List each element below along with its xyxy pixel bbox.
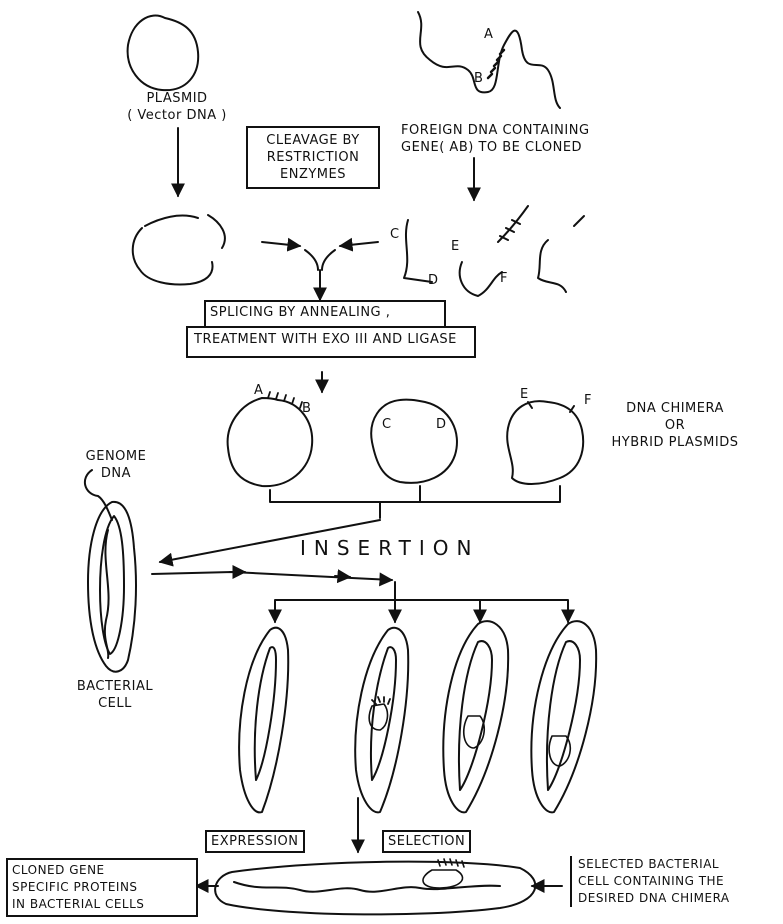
letter-d-fragment: D bbox=[428, 272, 439, 289]
cloned-gene-box: CLONED GENE SPECIFIC PROTEINS IN BACTERI… bbox=[6, 858, 198, 917]
arrow-expression-mid2 bbox=[335, 576, 350, 577]
chimera-connector bbox=[270, 486, 560, 518]
transformed-cell-1 bbox=[239, 628, 288, 813]
letter-f-chimera: F bbox=[584, 392, 592, 409]
letter-d-chimera: D bbox=[436, 416, 447, 433]
genome-dna-squiggle bbox=[105, 530, 109, 658]
cleavage-line-1: CLEAVAGE BY bbox=[250, 132, 376, 149]
letter-b-chimera: B bbox=[302, 400, 311, 417]
letter-e-chimera: E bbox=[520, 386, 529, 403]
bacterial-label: BACTERIAL bbox=[60, 678, 170, 695]
hybrid-plasmid-cd bbox=[371, 400, 457, 483]
plasmid-label: PLASMID ( Vector DNA ) bbox=[122, 90, 232, 124]
chimera-line-2: OR bbox=[600, 417, 750, 434]
merge-curves bbox=[305, 250, 335, 270]
linearized-plasmid bbox=[133, 215, 225, 284]
hybrid-plasmid-ef bbox=[507, 401, 583, 484]
selection-label: SELECTION bbox=[388, 834, 465, 849]
foreign-dna-line-2: GENE( AB) TO BE CLONED bbox=[401, 139, 590, 156]
selected-cell-label: SELECTED BACTERIAL CELL CONTAINING THE D… bbox=[570, 856, 730, 907]
expression-label: EXPRESSION bbox=[211, 834, 299, 849]
cell-label: CELL bbox=[60, 695, 170, 712]
cleavage-box: CLEAVAGE BY RESTRICTION ENZYMES bbox=[246, 126, 380, 189]
hybrid-plasmid-ab bbox=[228, 398, 313, 486]
selection-box: SELECTION bbox=[382, 830, 471, 853]
plasmid-title: PLASMID bbox=[122, 90, 232, 107]
letter-b-top: B bbox=[474, 70, 483, 87]
arrow-merge-left bbox=[262, 242, 300, 246]
selected-cell-plasmid bbox=[423, 870, 463, 888]
cleavage-line-2: RESTRICTION bbox=[250, 149, 376, 166]
transformed-cell-3 bbox=[443, 621, 508, 812]
letter-f-fragment: F bbox=[500, 270, 508, 287]
treatment-label: TREATMENT WITH EXO III AND LIGASE bbox=[194, 332, 457, 347]
letter-e-fragment: E bbox=[451, 238, 460, 255]
arrow-expression bbox=[152, 572, 392, 580]
expression-box: EXPRESSION bbox=[205, 830, 305, 853]
genome-label: GENOME bbox=[76, 448, 156, 465]
foreign-dna-label: FOREIGN DNA CONTAINING GENE( AB) TO BE C… bbox=[401, 122, 590, 156]
hybrid-ab-hatch bbox=[268, 392, 302, 408]
cloned-gene-line-1: CLONED GENE bbox=[12, 862, 192, 879]
splicing-label: SPLICING BY ANNEALING , bbox=[210, 305, 390, 320]
chimera-line-1: DNA CHIMERA bbox=[600, 400, 750, 417]
foreign-dna-line-1: FOREIGN DNA CONTAINING bbox=[401, 122, 590, 139]
transformed-cell-4 bbox=[531, 621, 596, 812]
letter-c-fragment: C bbox=[390, 226, 400, 243]
plasmid-shape bbox=[128, 16, 199, 91]
splicing-box: SPLICING BY ANNEALING , bbox=[204, 300, 446, 328]
fragment-extra-1 bbox=[538, 240, 566, 292]
distribution-line bbox=[275, 582, 568, 618]
letter-c-chimera: C bbox=[382, 416, 392, 433]
selected-cell-line-1: SELECTED BACTERIAL bbox=[578, 856, 730, 873]
bacterial-cell-label: BACTERIAL CELL bbox=[60, 678, 170, 712]
fragment-extra-2 bbox=[574, 216, 584, 226]
genome-dna-label: GENOME DNA bbox=[76, 448, 156, 482]
cloned-gene-line-3: IN BACTERIAL CELLS bbox=[12, 896, 192, 913]
vector-dna-label: ( Vector DNA ) bbox=[122, 107, 232, 124]
letter-a-top: A bbox=[484, 26, 493, 43]
chimera-label: DNA CHIMERA OR HYBRID PLASMIDS bbox=[600, 400, 750, 451]
chimera-line-3: HYBRID PLASMIDS bbox=[600, 434, 750, 451]
insertion-label: INSERTION bbox=[300, 540, 479, 557]
fragment-ab-hatch bbox=[500, 220, 520, 240]
cloned-gene-line-2: SPECIFIC PROTEINS bbox=[12, 879, 192, 896]
selected-cell-line-2: CELL CONTAINING THE bbox=[578, 873, 730, 890]
source-cell-inner bbox=[100, 516, 124, 654]
arrow-merge-right bbox=[340, 242, 378, 246]
source-bacterial-cell bbox=[88, 502, 136, 672]
fragment-ef bbox=[460, 262, 502, 296]
cleavage-line-3: ENZYMES bbox=[250, 166, 376, 183]
dna-label: DNA bbox=[76, 465, 156, 482]
treatment-box: TREATMENT WITH EXO III AND LIGASE bbox=[186, 326, 476, 358]
selected-cell-line-3: DESIRED DNA CHIMERA bbox=[578, 890, 730, 907]
letter-a-chimera: A bbox=[254, 382, 263, 399]
transformed-cell-2 bbox=[355, 628, 408, 813]
